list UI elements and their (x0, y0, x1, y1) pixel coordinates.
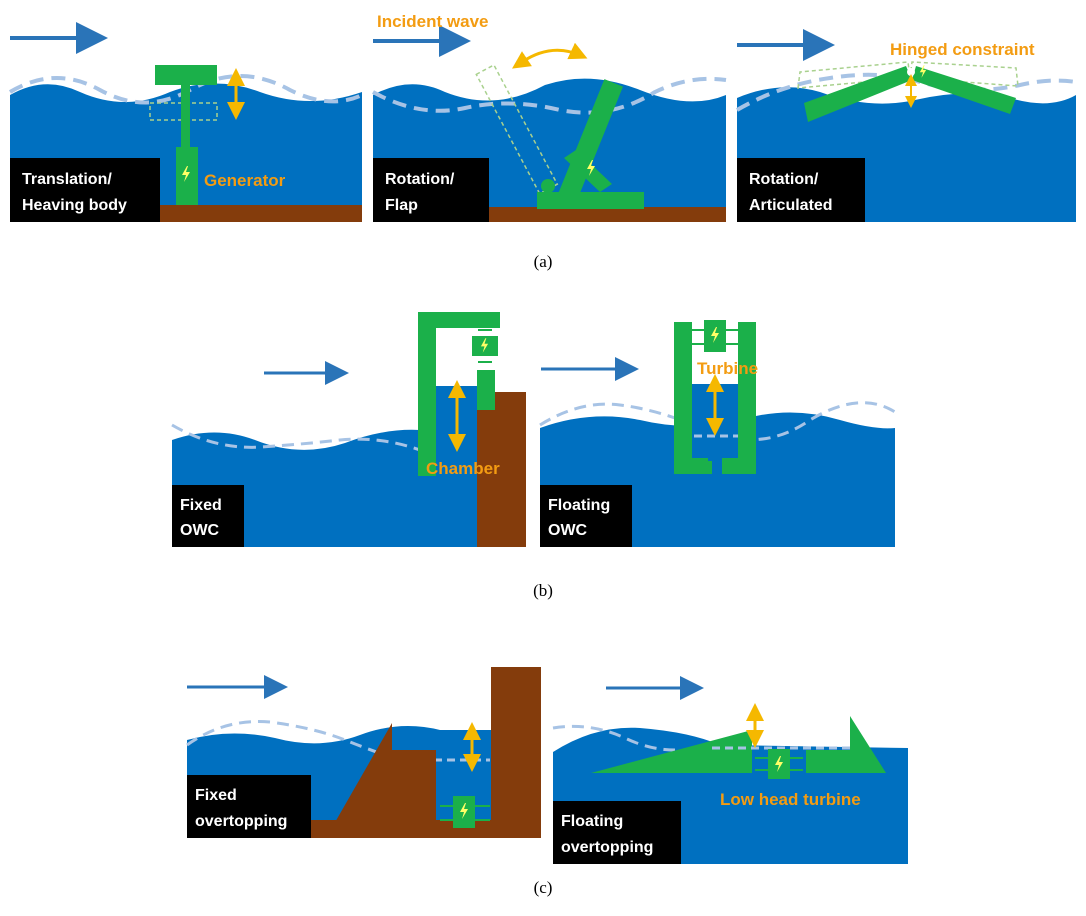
label-box (187, 775, 311, 838)
back-wall (491, 667, 541, 838)
base (300, 820, 541, 838)
rod (181, 85, 190, 150)
right-foot (722, 458, 756, 474)
label-line1: Rotation/ (385, 171, 455, 188)
panel-heaving-body: Generator Translation/ Heaving body (8, 22, 363, 222)
ramp (326, 723, 436, 838)
generator-annotation: Generator (204, 171, 286, 190)
caption-a: (a) (534, 252, 553, 271)
label-line2: Heaving body (22, 197, 127, 214)
panel-floating-owc: Turbine Floating OWC (539, 320, 896, 547)
turbine-annotation: Turbine (697, 359, 758, 378)
wave-line (186, 720, 401, 762)
incident-wave-annotation: Incident wave (377, 12, 488, 31)
label-box (737, 158, 865, 222)
caption-b: (b) (533, 581, 553, 600)
panel-fixed-overtopping: Fixed overtopping (186, 667, 541, 838)
wave-line (171, 423, 471, 457)
label-box (10, 158, 160, 222)
label-line2: OWC (180, 522, 220, 539)
panel-flap: Incident wave Rotation/ Flap (372, 12, 727, 222)
right-wall (738, 322, 756, 474)
label-line1: Translation/ (22, 171, 112, 188)
seabed (160, 205, 362, 222)
label-line1: Fixed (195, 787, 237, 804)
label-line2: overtopping (561, 839, 653, 856)
left-foot (674, 458, 708, 474)
rear-ramp (805, 716, 886, 773)
label-line1: Rotation/ (749, 171, 819, 188)
panel-floating-overtopping: Low head turbine Floating overtopping (552, 676, 908, 864)
pto-cylinder (564, 150, 612, 192)
low-head-turbine-annotation: Low head turbine (720, 790, 861, 809)
label-line1: Floating (548, 497, 610, 514)
hinge (541, 179, 555, 193)
label-line1: Fixed (180, 497, 222, 514)
wave-line (372, 76, 727, 115)
base-plate (537, 192, 644, 209)
chamber-annotation: Chamber (426, 459, 500, 478)
label-line1: Floating (561, 813, 623, 830)
hinged-constraint-annotation: Hinged constraint (890, 40, 1035, 59)
left-wall (674, 322, 692, 474)
float-buoy (155, 65, 217, 85)
label-line2: Flap (385, 197, 418, 214)
panel-fixed-owc: Chamber Fixed OWC (171, 312, 526, 547)
label-box (373, 158, 489, 222)
panel-articulated: Hinged constraint Rotation/ Articulated (735, 29, 1077, 222)
curved-double-arrow-icon (512, 42, 588, 69)
seabed-wall (477, 392, 526, 547)
caption-c: (c) (534, 878, 553, 897)
right-pontoon (912, 66, 1016, 114)
chamber-structure (418, 312, 500, 476)
label-box (540, 485, 632, 547)
label-line2: Articulated (749, 197, 833, 214)
label-box (553, 801, 681, 864)
flap-paddle (558, 79, 623, 200)
wave-line (552, 724, 676, 752)
hinge (907, 68, 915, 76)
label-box (172, 485, 244, 547)
label-line2: overtopping (195, 813, 287, 830)
left-pontoon (804, 66, 912, 122)
label-line2: OWC (548, 522, 588, 539)
wave-line (539, 401, 896, 442)
turbine-duct (477, 370, 495, 410)
front-ramp (591, 730, 752, 773)
body-ghost (909, 61, 1019, 87)
